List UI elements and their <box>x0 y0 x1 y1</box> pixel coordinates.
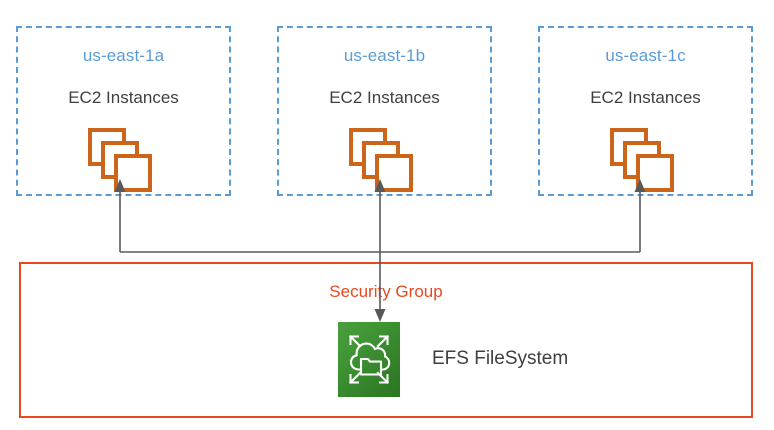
ec2-square-front <box>113 154 152 192</box>
az-label-us-east-1c: us-east-1c <box>605 46 686 65</box>
ec2-square-front <box>374 154 413 192</box>
availability-zone-us-east-1a: us-east-1a EC2 Instances <box>16 26 231 196</box>
az-resource-label-us-east-1a: EC2 Instances <box>68 88 179 107</box>
az-resource-label-us-east-1b: EC2 Instances <box>329 88 440 107</box>
az-label-us-east-1a: us-east-1a <box>82 46 165 65</box>
security-group-label: Security Group <box>329 282 443 301</box>
ec2-instances-icon <box>87 128 160 196</box>
efs-filesystem-label: EFS FileSystem <box>432 348 569 369</box>
ec2-square-front <box>635 154 674 192</box>
efs-filesystem-icon <box>338 322 400 397</box>
security-group-boundary: Security Group <box>19 262 753 418</box>
availability-zone-us-east-1c: us-east-1c EC2 Instances <box>538 26 753 196</box>
ec2-instances-icon <box>348 128 421 196</box>
efs-filesystem-node: EFS FileSystem <box>338 322 568 397</box>
availability-zone-us-east-1b: us-east-1b EC2 Instances <box>277 26 492 196</box>
ec2-instances-icon <box>609 128 682 196</box>
az-label-us-east-1b: us-east-1b <box>343 46 426 65</box>
az-resource-label-us-east-1c: EC2 Instances <box>590 88 701 107</box>
